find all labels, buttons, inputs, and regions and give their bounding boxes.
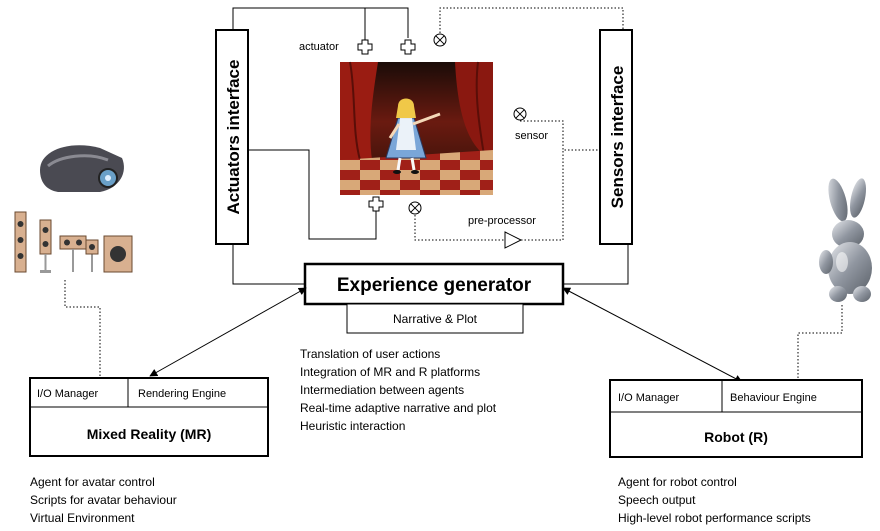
generator-robot-arrow — [562, 287, 743, 383]
mixed-reality-box: I/O Manager Rendering Engine Mixed Reali… — [29, 377, 269, 457]
mr-title: Mixed Reality (MR) — [87, 426, 211, 442]
pre-processor-label: pre-processor — [468, 215, 536, 227]
generator-function-list: Translation of user actions Integration … — [300, 347, 497, 433]
sensors-interface-label: Sensors interface — [608, 66, 627, 209]
generator-mr-arrow — [149, 287, 307, 377]
alice-figure — [385, 98, 441, 174]
actuator-symbols — [357, 39, 416, 212]
sensors-interface-box — [599, 29, 633, 245]
robot-item: High-level robot performance scripts — [618, 511, 811, 525]
stage-scene-image — [340, 61, 493, 195]
mr-item: Scripts for avatar behaviour — [30, 493, 177, 507]
connection-lines — [232, 7, 629, 285]
sensor-icon — [513, 107, 527, 121]
narrative-plot-label: Narrative & Plot — [393, 312, 478, 326]
mr-rendering-engine-label: Rendering Engine — [138, 388, 226, 400]
sensor-icon — [433, 33, 447, 47]
experience-generator-box — [303, 262, 565, 306]
function-item: Integration of MR and R platforms — [300, 365, 480, 379]
actuator-icon — [357, 39, 373, 55]
robot-items-list: Agent for robot control Speech output Hi… — [618, 475, 811, 525]
robot-rabbit-illustration — [819, 178, 872, 302]
robot-item: Agent for robot control — [618, 475, 737, 489]
robot-box: I/O Manager Behaviour Engine Robot (R) — [609, 379, 863, 458]
mr-io-manager-label: I/O Manager — [37, 388, 98, 400]
narrative-plot-box — [346, 303, 524, 334]
mr-item: Agent for avatar control — [30, 475, 155, 489]
actuator-label: actuator — [299, 41, 339, 53]
robot-behaviour-engine-label: Behaviour Engine — [730, 392, 817, 404]
sensor-symbols — [408, 33, 527, 215]
sensor-icon — [408, 201, 422, 215]
actuators-interface-box — [215, 29, 249, 245]
pre-processor-triangle-icon — [504, 231, 523, 249]
dotted-sensor-lines — [64, 7, 843, 380]
projector-speakers-illustration — [14, 145, 133, 273]
mr-items-list: Agent for avatar control Scripts for ava… — [30, 475, 177, 525]
function-item: Heuristic interaction — [300, 419, 405, 433]
function-item: Translation of user actions — [300, 347, 440, 361]
function-item: Real-time adaptive narrative and plot — [300, 401, 497, 415]
actuator-icon — [400, 39, 416, 55]
experience-generator-title: Experience generator — [337, 275, 532, 296]
function-item: Intermediation between agents — [300, 383, 464, 397]
actuator-icon — [368, 196, 384, 212]
actuators-interface-label: Actuators interface — [224, 60, 243, 215]
robot-io-manager-label: I/O Manager — [618, 392, 679, 404]
mr-item: Virtual Environment — [30, 511, 135, 525]
robot-item: Speech output — [618, 493, 696, 507]
robot-title: Robot (R) — [704, 429, 768, 445]
sensor-label: sensor — [515, 130, 548, 142]
